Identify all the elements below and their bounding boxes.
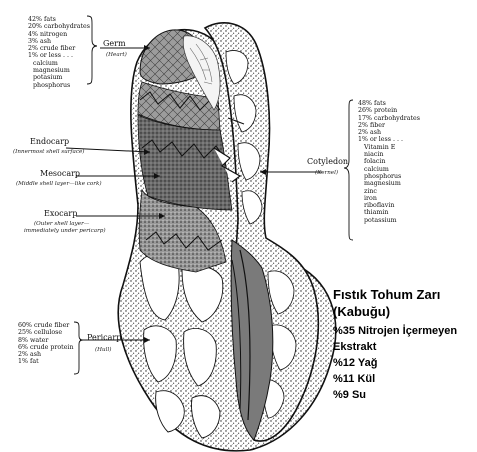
cotyledon-composition-item: zinc bbox=[358, 188, 420, 195]
pericarp-composition-item: 2% ash bbox=[18, 351, 74, 358]
cotyledon-composition-item: calcium bbox=[358, 166, 420, 173]
cotyledon-composition-item: 1% or less . . . bbox=[358, 136, 420, 143]
cotyledon-composition-item: folacin bbox=[358, 158, 420, 165]
seed-coat-line: %9 Su bbox=[333, 389, 366, 401]
cotyledon-composition-item: potassium bbox=[358, 217, 420, 224]
cotyledon-composition-item: phosphorus bbox=[358, 173, 420, 180]
seed-coat-line: %35 Nitrojen İçermeyen bbox=[333, 325, 457, 337]
cotyledon-composition: 48% fats 26% protein 17% carbohydrates 2… bbox=[358, 100, 420, 224]
cotyledon-composition-item: 26% protein bbox=[358, 107, 420, 114]
pericarp-composition-item: 8% water bbox=[18, 337, 74, 344]
germ-sublabel: (Heart) bbox=[106, 52, 127, 59]
germ-composition-item: calcium bbox=[28, 60, 90, 67]
cotyledon-composition-item: 17% carbohydrates bbox=[358, 115, 420, 122]
cotyledon-composition-item: Vitamin E bbox=[358, 144, 420, 151]
cotyledon-label: Cotyledon bbox=[307, 157, 348, 166]
germ-label: Germ bbox=[103, 39, 126, 48]
cotyledon-composition-item: 2% fiber bbox=[358, 122, 420, 129]
cotyledon-composition-item: riboflavin bbox=[358, 202, 420, 209]
pericarp-composition-item: 1% fat bbox=[18, 358, 74, 365]
pericarp-composition: 60% crude fiber 25% cellulose 8% water 6… bbox=[18, 322, 74, 366]
pericarp-composition-item: 25% cellulose bbox=[18, 329, 74, 336]
seed-coat-title-line1: Fıstık Tohum Zarı bbox=[333, 287, 440, 302]
pericarp-label: Pericarp bbox=[87, 333, 121, 342]
germ-composition-item: potasium bbox=[28, 74, 90, 81]
germ-composition: 42% fats 20% carbohydrates 4% nitrogen 3… bbox=[28, 16, 90, 89]
exocarp-label: Exocarp bbox=[44, 209, 77, 218]
germ-composition-item: 42% fats bbox=[28, 16, 90, 23]
cotyledon-composition-item: thiamin bbox=[358, 209, 420, 216]
endocarp-label: Endocarp bbox=[30, 137, 69, 146]
germ-composition-item: 3% ash bbox=[28, 38, 90, 45]
seed-coat-line: Ekstrakt bbox=[333, 341, 376, 353]
cotyledon-composition-item: niacin bbox=[358, 151, 420, 158]
germ-composition-item: 1% or less . . . bbox=[28, 52, 90, 59]
pericarp-sublabel: (Hull) bbox=[95, 347, 111, 354]
cotyledon-composition-item: 48% fats bbox=[358, 100, 420, 107]
cotyledon-composition-item: magnesium bbox=[358, 180, 420, 187]
seed-coat-title-line2: (Kabuğu) bbox=[333, 304, 390, 319]
germ-composition-item: 2% crude fiber bbox=[28, 45, 90, 52]
germ-composition-item: magnesium bbox=[28, 67, 90, 74]
germ-composition-item: 4% nitrogen bbox=[28, 31, 90, 38]
cotyledon-sublabel: (Kernel) bbox=[315, 170, 338, 177]
exocarp-sublabel-line2: immediately under pericarp) bbox=[24, 228, 106, 235]
endocarp-sublabel: (Innermost shell surface) bbox=[13, 149, 84, 156]
pericarp-composition-item: 60% crude fiber bbox=[18, 322, 74, 329]
seed-coat-line: %11 Kül bbox=[333, 373, 375, 385]
mesocarp-label: Mesocarp bbox=[40, 169, 80, 178]
seed-coat-line: %12 Yağ bbox=[333, 357, 377, 369]
exocarp-sublabel-line1: (Outer shell layer— bbox=[34, 221, 89, 228]
cotyledon-composition-item: 2% ash bbox=[358, 129, 420, 136]
cotyledon-composition-item: iron bbox=[358, 195, 420, 202]
pericarp-composition-item: 6% crude protein bbox=[18, 344, 74, 351]
mesocarp-sublabel: (Middle shell layer—like cork) bbox=[16, 181, 102, 188]
germ-composition-item: phosphorus bbox=[28, 82, 90, 89]
germ-composition-item: 20% carbohydrates bbox=[28, 23, 90, 30]
